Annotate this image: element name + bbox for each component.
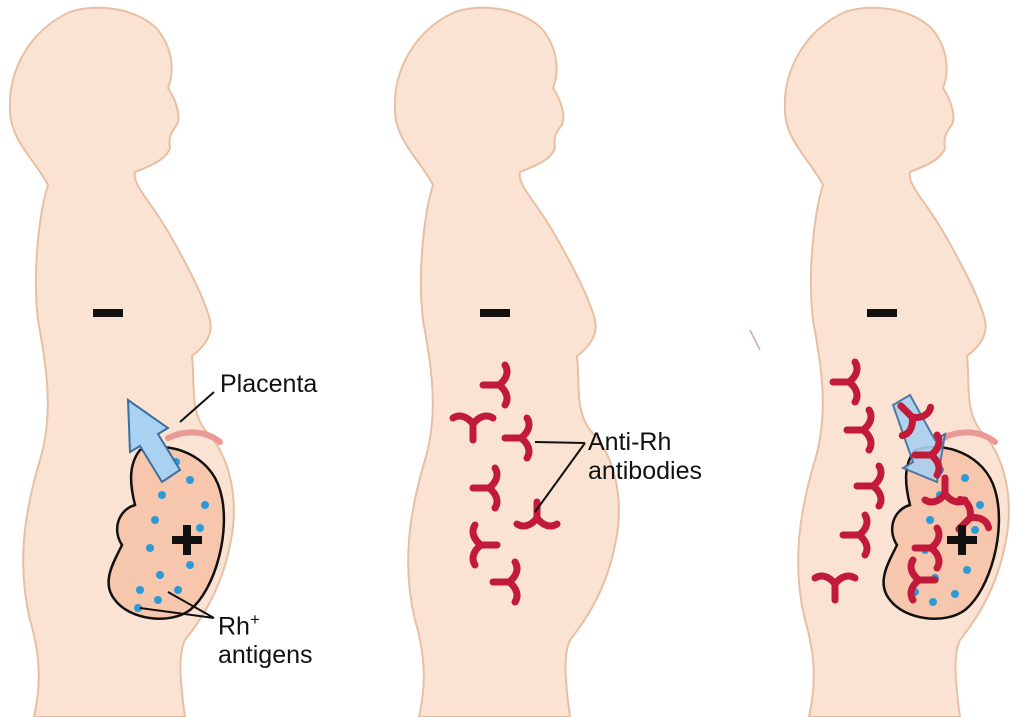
antigen-dot-icon	[976, 501, 984, 509]
minus-sign-icon	[93, 309, 123, 317]
antigens-superscript: +	[250, 610, 260, 629]
antigens-label-line1: Rh+	[218, 605, 313, 641]
minus-sign-icon	[867, 309, 897, 317]
antigens-prefix: Rh	[218, 612, 250, 640]
antigen-dot-icon	[154, 596, 162, 604]
antigen-dot-icon	[151, 516, 159, 524]
antigen-dot-icon	[929, 598, 937, 606]
panel-first-pregnancy	[10, 8, 234, 717]
mother-silhouette	[785, 8, 1009, 717]
antigen-dot-icon	[158, 491, 166, 499]
antigen-dot-icon	[146, 544, 154, 552]
antigen-dot-icon	[963, 566, 971, 574]
plus-sign-icon	[947, 525, 977, 555]
antibodies-label: Anti-Rh antibodies	[588, 428, 702, 486]
antigen-dot-icon	[951, 590, 959, 598]
antibodies-label-line2: antibodies	[588, 457, 702, 486]
minus-sign-icon	[480, 309, 510, 317]
antigen-dot-icon	[186, 476, 194, 484]
stray-mark	[750, 330, 760, 350]
panel-after-delivery	[395, 8, 619, 717]
panel-second-pregnancy	[785, 8, 1009, 717]
antigen-dot-icon	[926, 516, 934, 524]
antigen-dot-icon	[186, 561, 194, 569]
antigens-label-line2: antigens	[218, 641, 313, 670]
antigen-dot-icon	[156, 571, 164, 579]
antigen-dot-icon	[136, 586, 144, 594]
antibodies-label-line1: Anti-Rh	[588, 428, 702, 457]
antigen-dot-icon	[174, 586, 182, 594]
plus-sign-icon	[172, 525, 202, 555]
antigen-dot-icon	[201, 501, 209, 509]
placenta-label: Placenta	[220, 370, 317, 399]
antigen-dot-icon	[961, 474, 969, 482]
antigens-label: Rh+ antigens	[218, 605, 313, 670]
